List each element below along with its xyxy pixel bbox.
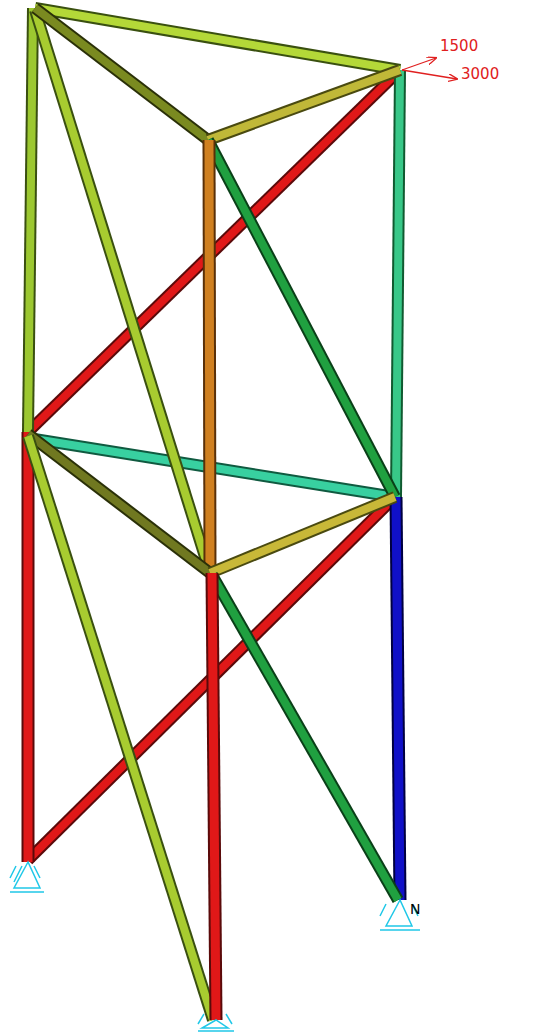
node-marker: N — [410, 902, 420, 916]
load-value: 1500 — [440, 39, 478, 54]
load-value: 3000 — [461, 67, 499, 82]
